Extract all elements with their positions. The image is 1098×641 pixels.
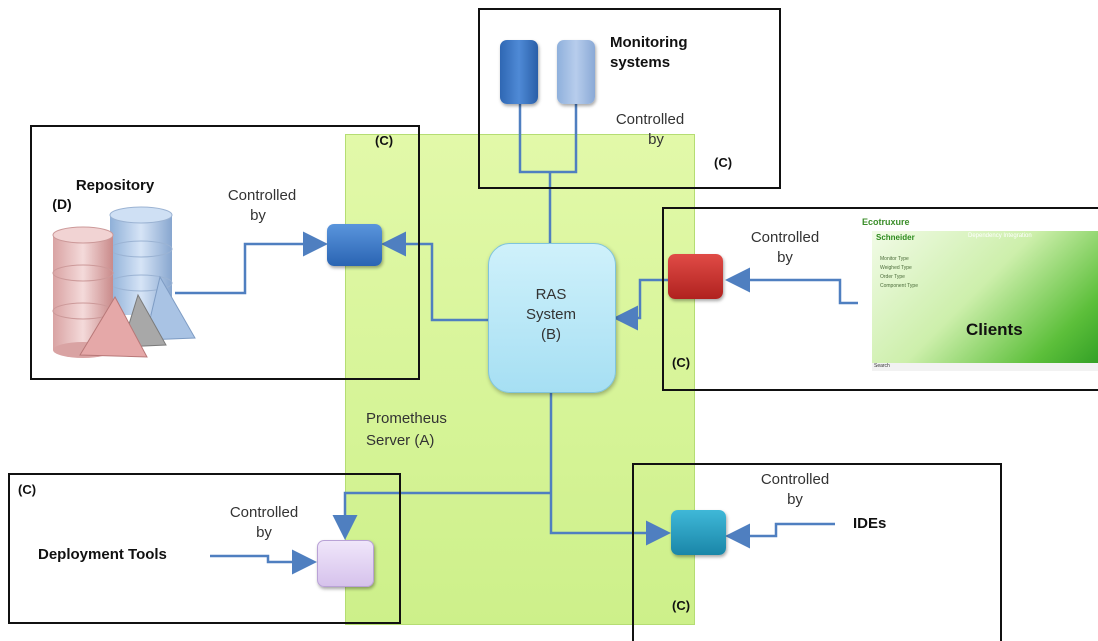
clients-controlled-label: Controlled by	[750, 229, 820, 266]
thumb-footer-button: Search	[874, 363, 890, 369]
deployment-tools-title: Deployment Tools	[38, 546, 167, 563]
clients-title: Clients	[966, 320, 1023, 339]
thumb-logo: Eco	[862, 217, 879, 227]
monitoring-systems-box	[478, 8, 781, 189]
monitoring-controlled-label: Controlled by	[615, 111, 685, 148]
repository-to-node-line	[175, 231, 328, 295]
prometheus-server-label: Prometheus Server (A)	[366, 410, 447, 449]
repository-node	[327, 224, 382, 266]
monitoring-c-tag: (C)	[714, 155, 733, 170]
thumb-item-2: Order Type	[880, 274, 905, 280]
thumb-item-0: Monitor Type	[880, 256, 909, 262]
ras-to-repo-node-line	[381, 231, 490, 322]
ide-node	[671, 510, 726, 555]
clients-box	[662, 207, 1098, 391]
monitoring-title-line1: Monitoring	[610, 34, 688, 51]
repository-controlled-label: Controlled by	[227, 187, 297, 224]
repository-box	[30, 125, 420, 380]
ras-system-node	[488, 243, 616, 393]
clients-c-tag: (C)	[672, 355, 691, 370]
repository-database-icon	[52, 206, 196, 358]
ras-to-deploy-line	[332, 491, 551, 540]
client-node	[668, 254, 723, 299]
client-node-to-ras-line	[613, 278, 668, 331]
deploy-tools-to-node-line	[210, 549, 317, 575]
deployment-node	[317, 540, 374, 587]
ides-to-node-line	[725, 522, 835, 549]
server-c-tag: (C)	[375, 133, 394, 148]
thumb-logo2: truxure	[878, 217, 910, 227]
ras-to-ide-line	[549, 493, 671, 546]
thumb-item-1: Weighed Type	[880, 265, 912, 271]
deployment-controlled-label: Controlled by	[229, 504, 299, 541]
deployment-c-tag: (C)	[18, 482, 37, 497]
thumb-header: Dependency Integration	[968, 233, 1032, 239]
ides-controlled-label: Controlled by	[760, 471, 830, 508]
repository-tag: (D)	[52, 196, 72, 212]
monitoring-title-line2: systems	[610, 54, 671, 71]
thumb-item-3: Component Type	[880, 283, 918, 289]
ides-box	[632, 463, 1002, 641]
monitoring-node-dark	[500, 40, 538, 104]
clients-screenshot-thumbnail: Ecotruxure Schneider Dependency Integrat…	[858, 213, 1098, 378]
repository-title: Repository	[75, 177, 155, 194]
deployment-tools-box	[8, 473, 401, 624]
ides-title: IDEs	[853, 515, 887, 532]
ides-c-tag: (C)	[672, 598, 691, 613]
ras-system-label: RAS System (B)	[525, 286, 576, 343]
monitoring-to-ras-line	[518, 104, 578, 174]
monitoring-node-light	[557, 40, 595, 104]
thumb-brand: Schneider	[876, 233, 915, 242]
